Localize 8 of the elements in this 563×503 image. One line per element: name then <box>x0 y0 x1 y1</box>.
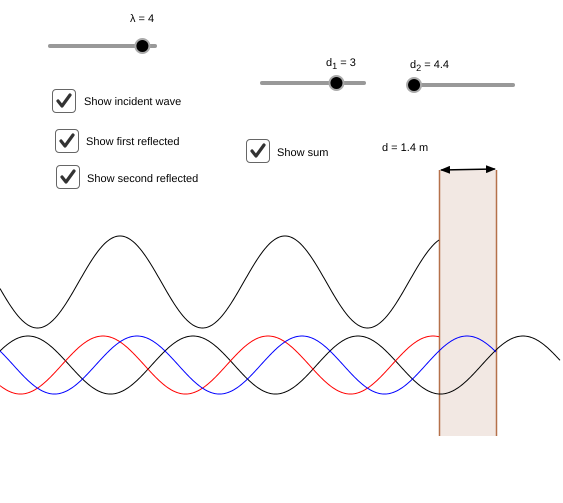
checkbox-label: Show second reflected <box>87 173 198 186</box>
slider-value-label: d$_{2}$ = 4.4 <box>410 59 450 76</box>
slider-value-label: d$_{1}$ = 3 <box>326 57 356 74</box>
slider-value-label: λ = 4 <box>130 13 154 26</box>
checkbox-label: Show incident wave <box>84 96 182 109</box>
dimension-label: d = 1.4 m <box>382 142 428 155</box>
checkbox-label: Show first reflected <box>86 136 180 149</box>
checkbox-label: Show sum <box>277 147 328 160</box>
